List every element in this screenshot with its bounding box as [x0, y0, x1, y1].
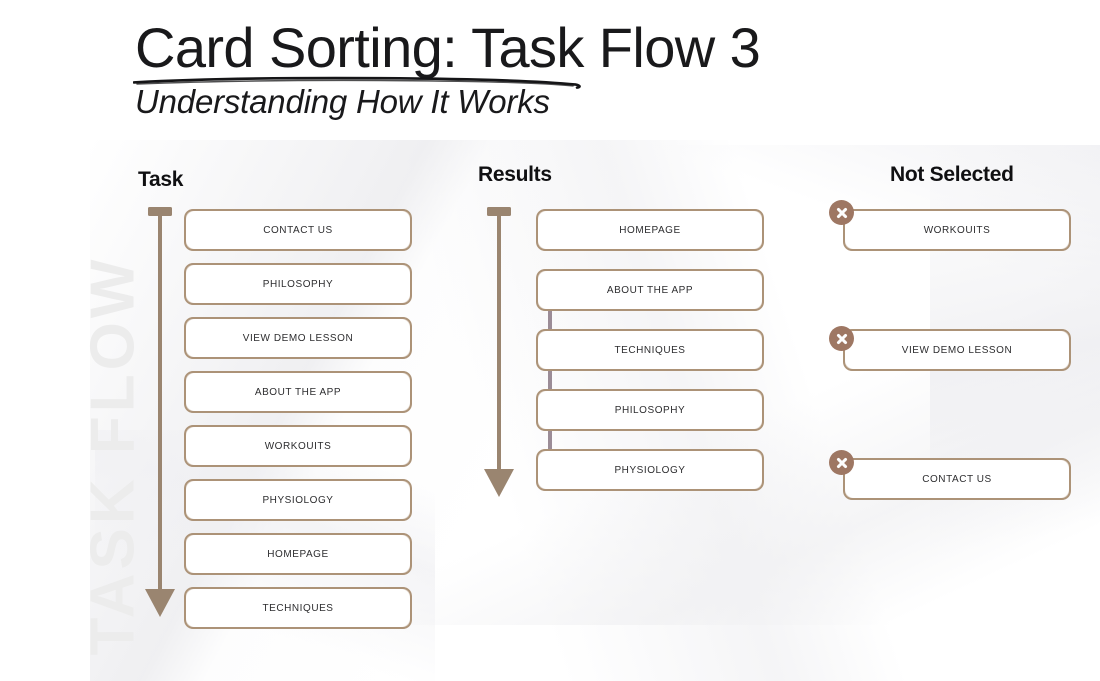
card-notselected-2[interactable]: CONTACT US: [843, 458, 1071, 500]
card-label: CONTACT US: [922, 473, 992, 485]
card-notselected-1[interactable]: VIEW DEMO LESSON: [843, 329, 1071, 371]
card-border: [184, 317, 412, 359]
column-heading-results: Results: [478, 163, 552, 186]
card-label: TECHNIQUES: [614, 344, 686, 356]
card-results-3[interactable]: PHILOSOPHY: [536, 389, 764, 431]
card-border: [184, 587, 412, 629]
title-block: Card Sorting: Task Flow 3 Understanding …: [133, 16, 775, 121]
card-border: [184, 209, 412, 251]
card-label: ABOUT THE APP: [254, 386, 342, 398]
card-border: [536, 269, 764, 311]
card-label: HOMEPAGE: [619, 224, 681, 236]
card-task-7[interactable]: TECHNIQUES: [184, 587, 412, 629]
card-border: [184, 425, 412, 467]
card-label: ABOUT THE APP: [606, 284, 694, 296]
card-label: TECHNIQUES: [262, 602, 334, 614]
card-border: [536, 209, 764, 251]
card-label: VIEW DEMO LESSON: [901, 344, 1013, 356]
card-results-1[interactable]: ABOUT THE APP: [536, 269, 764, 311]
card-results-2[interactable]: TECHNIQUES: [536, 329, 764, 371]
card-results-4[interactable]: PHYSIOLOGY: [536, 449, 764, 491]
card-label: PHILOSOPHY: [614, 404, 686, 416]
card-border: [843, 209, 1071, 251]
card-label: WORKOUITS: [923, 224, 991, 236]
card-border: [536, 389, 764, 431]
task-order-arrow-icon: [145, 205, 175, 617]
results-order-arrow-icon: [484, 205, 514, 497]
card-task-5[interactable]: PHYSIOLOGY: [184, 479, 412, 521]
card-label: VIEW DEMO LESSON: [242, 332, 354, 344]
column-heading-task: Task: [138, 168, 184, 191]
card-results-0[interactable]: HOMEPAGE: [536, 209, 764, 251]
column-heading-not-selected: Not Selected: [890, 163, 1014, 186]
card-label: PHILOSOPHY: [262, 278, 334, 290]
card-label: CONTACT US: [263, 224, 333, 236]
card-border: [184, 533, 412, 575]
card-task-6[interactable]: HOMEPAGE: [184, 533, 412, 575]
card-border: [843, 458, 1071, 500]
card-task-3[interactable]: ABOUT THE APP: [184, 371, 412, 413]
x-circle-icon-contact-us[interactable]: [829, 450, 854, 475]
card-border: [536, 449, 764, 491]
x-circle-icon-view-demo-lesson[interactable]: [829, 326, 854, 351]
card-border: [184, 263, 412, 305]
card-border: [536, 329, 764, 371]
card-label: PHYSIOLOGY: [262, 494, 334, 506]
card-border: [184, 371, 412, 413]
card-task-4[interactable]: WORKOUITS: [184, 425, 412, 467]
card-notselected-0[interactable]: WORKOUITS: [843, 209, 1071, 251]
card-label: PHYSIOLOGY: [614, 464, 686, 476]
card-task-0[interactable]: CONTACT US: [184, 209, 412, 251]
card-task-1[interactable]: PHILOSOPHY: [184, 263, 412, 305]
card-label: WORKOUITS: [264, 440, 332, 452]
card-border: [184, 479, 412, 521]
card-task-2[interactable]: VIEW DEMO LESSON: [184, 317, 412, 359]
card-label: HOMEPAGE: [267, 548, 329, 560]
x-circle-icon-workouits[interactable]: [829, 200, 854, 225]
page-subtitle: Understanding How It Works: [135, 83, 550, 121]
title-underline-stroke: [133, 75, 583, 90]
page-title: Card Sorting: Task Flow 3: [135, 16, 761, 79]
task-flow-watermark: TASK FLOW: [78, 255, 148, 656]
branch-stem: [548, 300, 552, 473]
